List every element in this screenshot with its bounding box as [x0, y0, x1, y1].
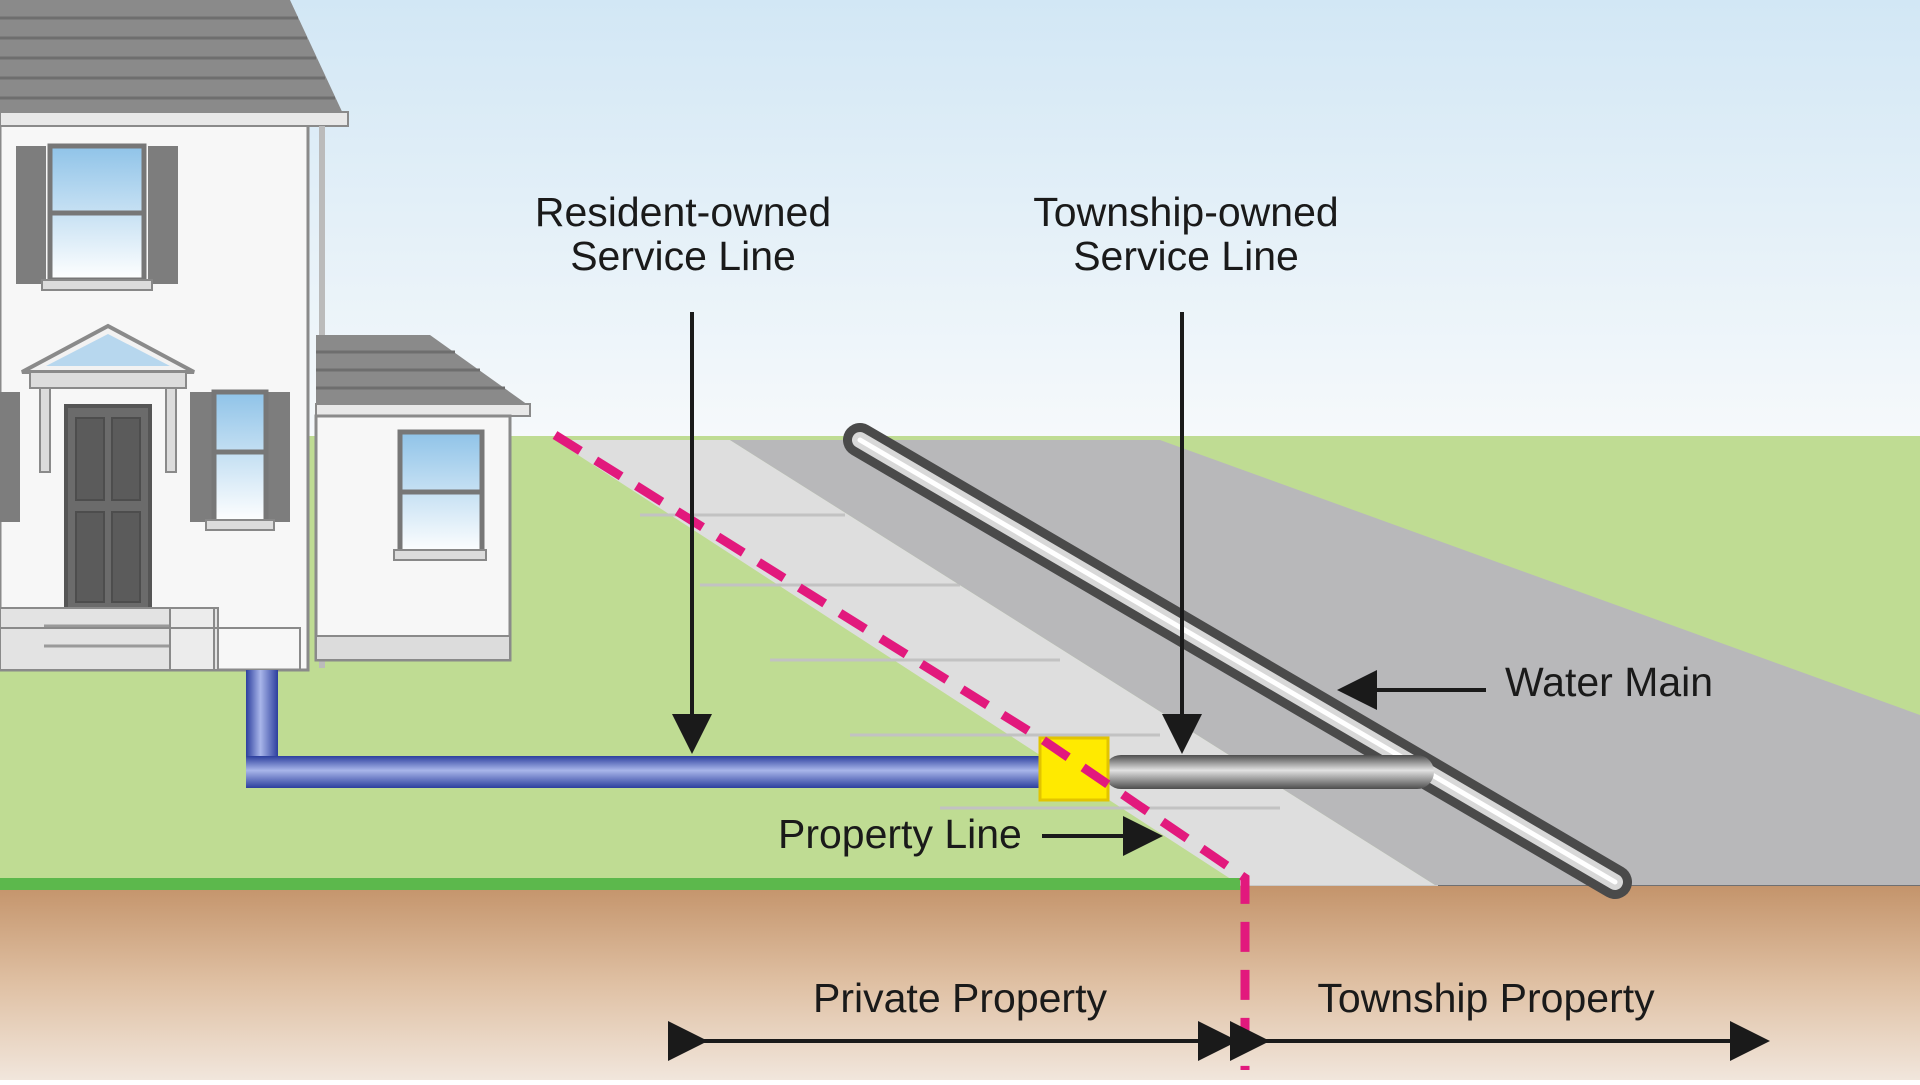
window-shutter	[0, 392, 20, 522]
township-label-line-1: Township-owned	[1033, 189, 1338, 235]
water-main-label: Water Main	[1505, 659, 1713, 705]
window-shutter	[268, 392, 290, 522]
lower-window	[211, 389, 269, 525]
private-property-label: Private Property	[813, 975, 1107, 1021]
property-line-label: Property Line	[778, 811, 1022, 857]
grass-edge	[0, 878, 1240, 890]
resident-label-line-1: Resident-owned	[535, 189, 831, 235]
window-shutter	[190, 392, 212, 522]
sidewalk-joints	[640, 513, 1280, 810]
township-property-label: Township Property	[1317, 975, 1655, 1021]
water-main-pipe	[843, 423, 1632, 899]
house	[0, 0, 531, 672]
property-line	[552, 431, 1250, 1070]
window-shutter	[16, 146, 46, 284]
resident-label-line-2: Service Line	[570, 233, 796, 279]
resident-service-line-pipe	[246, 670, 1046, 788]
township-service-line-pipe	[1104, 755, 1434, 789]
township-label-line-2: Service Line	[1073, 233, 1299, 279]
window-shutter	[148, 146, 178, 284]
